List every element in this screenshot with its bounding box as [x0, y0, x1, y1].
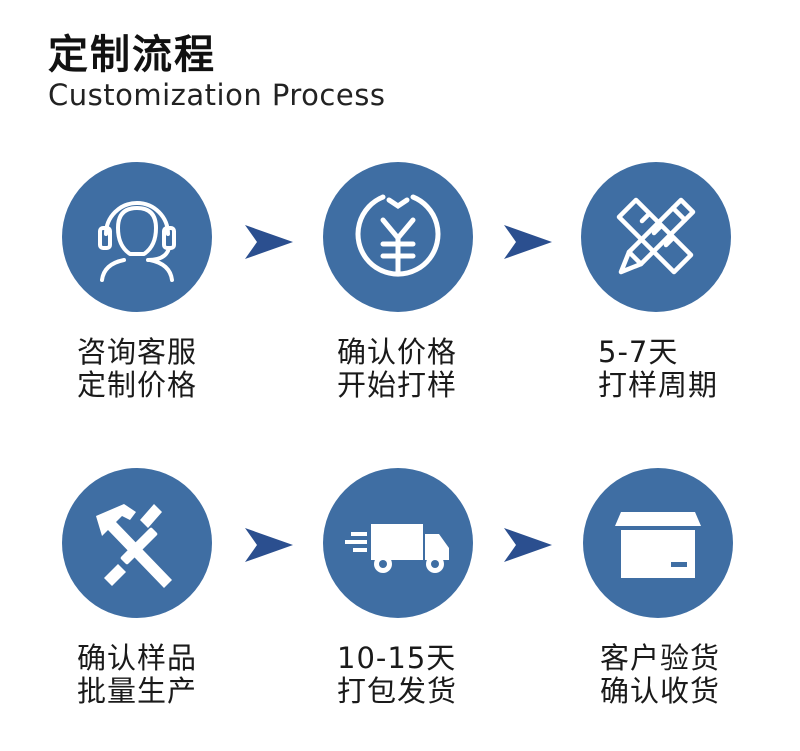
step-5-label: 10-15天 打包发货	[337, 641, 458, 708]
customer-service-icon	[98, 201, 176, 282]
step-1-label: 咨询客服 定制价格	[77, 335, 198, 402]
step-6-circle	[583, 468, 733, 618]
step-1-circle	[62, 162, 212, 312]
arrow-icon	[245, 528, 293, 562]
page-subtitle: Customization Process	[48, 78, 386, 112]
step-4-circle	[62, 468, 212, 618]
arrow-icon	[504, 528, 552, 562]
arrow-icon	[245, 225, 293, 259]
step-3-circle	[581, 162, 731, 312]
yuan-icon	[355, 194, 441, 277]
arrow-icon	[504, 225, 552, 259]
step-2-label: 确认价格 开始打样	[337, 335, 458, 402]
pencil-ruler-icon	[616, 197, 696, 275]
step-3-label: 5-7天 打样周期	[598, 335, 719, 402]
package-box-icon	[615, 512, 701, 578]
page-title: 定制流程	[48, 32, 216, 78]
delivery-truck-icon	[345, 524, 449, 573]
step-6-label: 客户验货 确认收货	[600, 641, 721, 708]
step-2-circle	[323, 162, 473, 312]
step-4-label: 确认样品 批量生产	[77, 641, 198, 708]
step-5-circle	[323, 468, 473, 618]
hammer-screwdriver-icon	[96, 504, 172, 588]
